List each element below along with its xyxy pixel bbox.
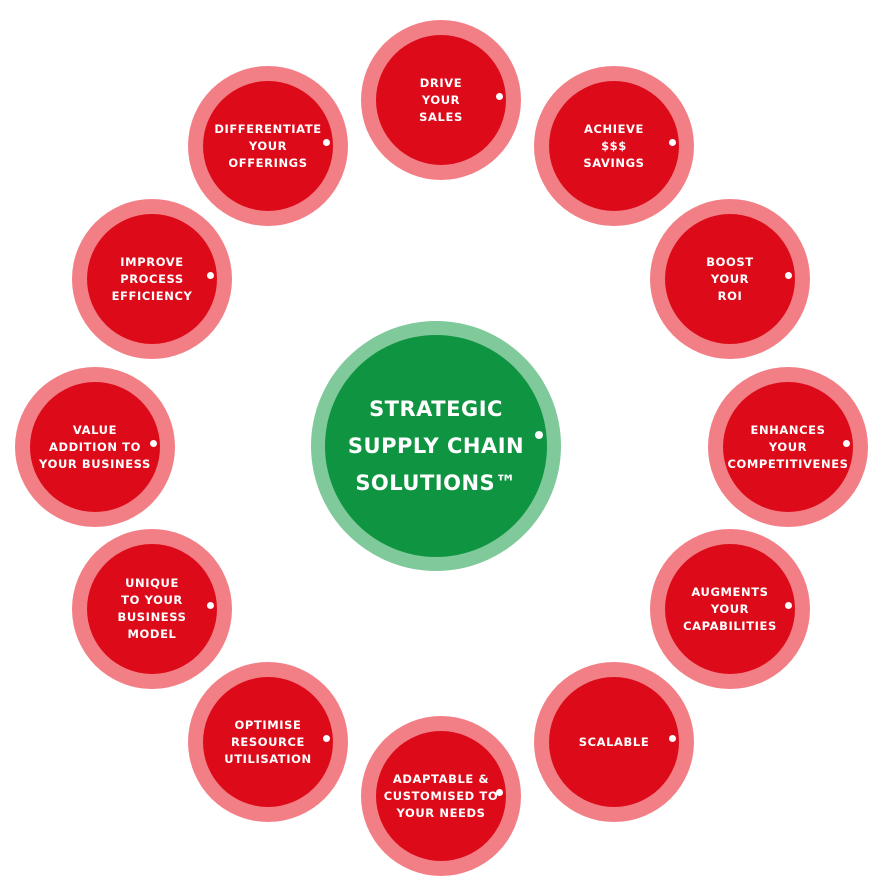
node-adaptable-customised: ADAPTABLE & CUSTOMISED TO YOUR NEEDS [361,716,521,876]
connector-dot [207,602,214,609]
node-label-augments-capabilities: AUGMENTS YOUR CAPABILITIES [683,584,777,633]
node-inner: SCALABLE [549,677,679,807]
node-label-improve-process: IMPROVE PROCESS EFFICIENCY [111,254,193,303]
node-drive-your-sales: DRIVE YOUR SALES [361,20,521,180]
node-augments-capabilities: AUGMENTS YOUR CAPABILITIES [650,529,810,689]
connector-dot [150,440,157,447]
node-inner: UNIQUE TO YOUR BUSINESS MODEL [87,544,217,674]
node-boost-your-roi: BOOST YOUR ROI [650,199,810,359]
node-label-unique-business-model: UNIQUE TO YOUR BUSINESS MODEL [117,576,187,641]
node-differentiate-offerings: DIFFERENTIATE YOUR OFFERINGS [188,66,348,226]
node-inner: BOOST YOUR ROI [665,214,795,344]
center-node-label: STRATEGIC SUPPLY CHAIN SOLUTIONS™ [347,396,525,495]
node-unique-business-model: UNIQUE TO YOUR BUSINESS MODEL [72,529,232,689]
node-inner: OPTIMISE RESOURCE UTILISATION [203,677,333,807]
node-label-differentiate-offerings: DIFFERENTIATE YOUR OFFERINGS [214,121,322,170]
node-label-enhances-competitiveness: ENHANCES YOUR COMPETITIVENES [727,422,849,471]
node-label-optimise-resource: OPTIMISE RESOURCE UTILISATION [224,717,312,766]
connector-dot [496,93,503,100]
center-node-inner: STRATEGIC SUPPLY CHAIN SOLUTIONS™ [325,335,547,557]
node-achieve-savings: ACHIEVE $$$ SAVINGS [534,66,694,226]
node-label-drive-your-sales: DRIVE YOUR SALES [419,75,463,124]
connector-dot [785,602,792,609]
node-inner: IMPROVE PROCESS EFFICIENCY [87,214,217,344]
connector-dot [323,735,330,742]
node-label-achieve-savings: ACHIEVE $$$ SAVINGS [583,121,645,170]
node-label-scalable: SCALABLE [578,734,650,749]
node-inner: ACHIEVE $$$ SAVINGS [549,81,679,211]
connector-dot [207,272,214,279]
node-label-adaptable-customised: ADAPTABLE & CUSTOMISED TO YOUR NEEDS [383,771,499,820]
node-inner: VALUE ADDITION TO YOUR BUSINESS [30,382,160,512]
node-improve-process: IMPROVE PROCESS EFFICIENCY [72,199,232,359]
node-scalable: SCALABLE [534,662,694,822]
node-label-boost-your-roi: BOOST YOUR ROI [706,254,754,303]
node-enhances-competitiveness: ENHANCES YOUR COMPETITIVENES [708,367,868,527]
connector-dot [843,440,850,447]
connector-dot [669,139,676,146]
connector-dot [323,139,330,146]
connector-dot [535,431,543,439]
connector-dot [496,789,503,796]
center-node-strategic-supply-chain: STRATEGIC SUPPLY CHAIN SOLUTIONS™ [311,321,561,571]
node-value-addition: VALUE ADDITION TO YOUR BUSINESS [15,367,175,527]
node-inner: DRIVE YOUR SALES [376,35,506,165]
node-inner: AUGMENTS YOUR CAPABILITIES [665,544,795,674]
node-inner: DIFFERENTIATE YOUR OFFERINGS [203,81,333,211]
connector-dot [785,272,792,279]
node-inner: ADAPTABLE & CUSTOMISED TO YOUR NEEDS [376,731,506,861]
node-optimise-resource: OPTIMISE RESOURCE UTILISATION [188,662,348,822]
node-label-value-addition: VALUE ADDITION TO YOUR BUSINESS [39,422,151,471]
connector-dot [669,735,676,742]
node-inner: ENHANCES YOUR COMPETITIVENES [723,382,853,512]
